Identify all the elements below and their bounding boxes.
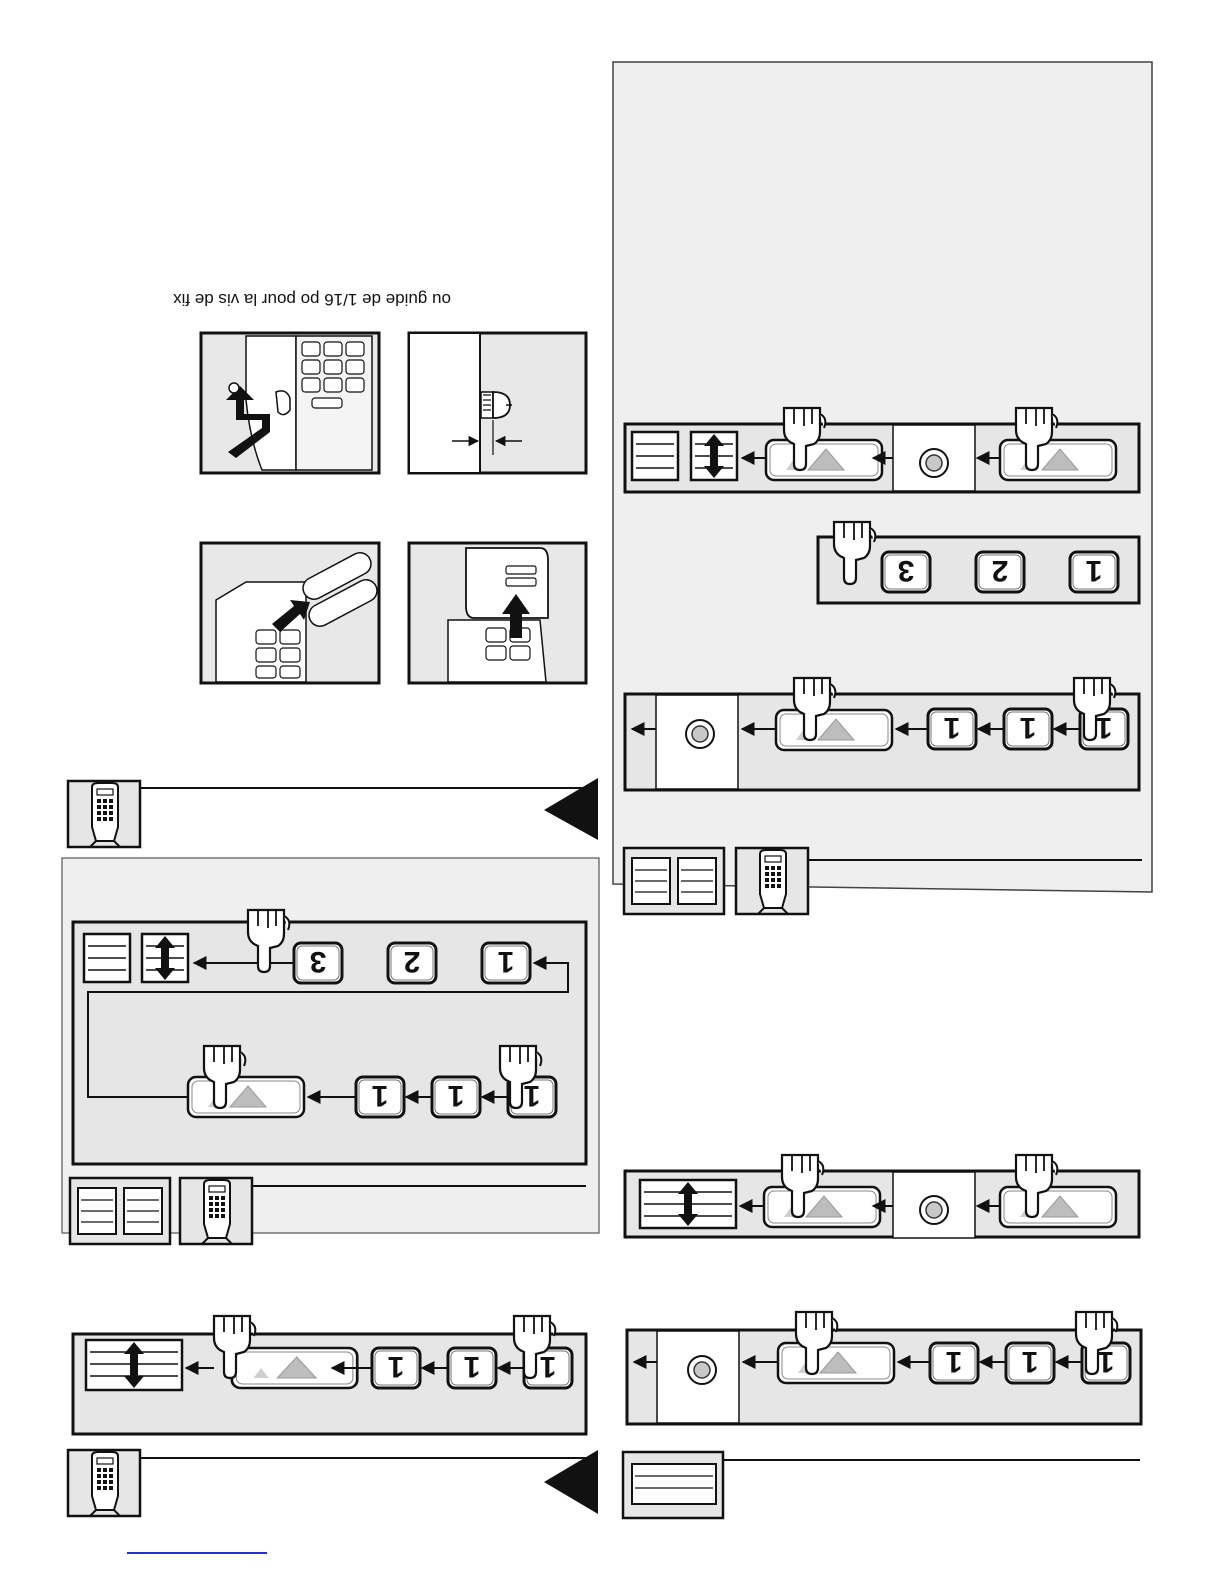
key-one-label: 1 <box>1022 1345 1039 1378</box>
keypad-open-sequence-panel: 1 1 1 <box>73 1316 586 1434</box>
door-up-down-arrow-icon <box>142 934 188 982</box>
garage-door-icon <box>84 934 130 982</box>
up-triangle-button-icon <box>778 1343 894 1383</box>
wireless-keypad-icon <box>68 781 140 847</box>
key-three-label: 3 <box>898 554 915 587</box>
round-learn-button-icon <box>893 425 975 491</box>
up-triangle-button-icon <box>776 710 892 750</box>
key-two-label: 2 <box>404 945 421 978</box>
learn-sequence-panel-lower <box>625 1155 1139 1238</box>
key-one-label: 1 <box>372 1079 389 1112</box>
key-one-label: 1 <box>946 1345 963 1378</box>
battery-install-illustration <box>201 543 381 683</box>
key-one-label: 1 <box>464 1350 481 1383</box>
up-triangle-button-icon <box>188 1077 304 1117</box>
garage-door-icon <box>632 432 678 480</box>
footer-link-underline[interactable] <box>127 1552 267 1554</box>
key-one-label: 1 <box>1086 554 1103 587</box>
triangle-marker-icon <box>544 1450 598 1514</box>
key-one-label: 1 <box>944 711 961 744</box>
key-one-label: 1 <box>498 945 515 978</box>
round-learn-button-icon <box>893 1172 975 1238</box>
cover-install-illustration <box>409 543 586 683</box>
program-sequence-panel-left: 3 2 1 1 1 1 <box>73 910 586 1164</box>
learn-sequence-panel-middle: 1 1 1 <box>625 678 1139 790</box>
two-doors-icon <box>624 848 724 914</box>
up-triangle-button-icon <box>1000 440 1116 480</box>
up-triangle-button-icon <box>766 440 882 480</box>
up-triangle-button-icon <box>1000 1187 1116 1227</box>
wireless-keypad-icon <box>736 848 808 914</box>
key-one-label: 1 <box>388 1350 405 1383</box>
learn-sequence-panel-bottom: 1 1 1 <box>627 1312 1141 1424</box>
wireless-keypad-icon <box>180 1178 252 1244</box>
key-one-label: 1 <box>448 1079 465 1112</box>
wireless-keypad-icon <box>68 1450 140 1516</box>
up-triangle-button-icon <box>764 1187 880 1227</box>
keypad-mounting-illustration <box>201 333 379 473</box>
two-doors-icon <box>70 1178 170 1244</box>
key-one-label: 1 <box>540 1350 557 1383</box>
screw-guide-note: ou guide de 1/16 po pour la vis de fix <box>173 290 451 309</box>
key-three-label: 3 <box>310 945 327 978</box>
garage-door-header-icon <box>623 1452 723 1518</box>
screw-gap-illustration <box>409 333 586 473</box>
key-two-label: 2 <box>992 554 1009 587</box>
door-up-down-arrow-icon <box>691 432 737 480</box>
key-one-label: 1 <box>1020 711 1037 744</box>
